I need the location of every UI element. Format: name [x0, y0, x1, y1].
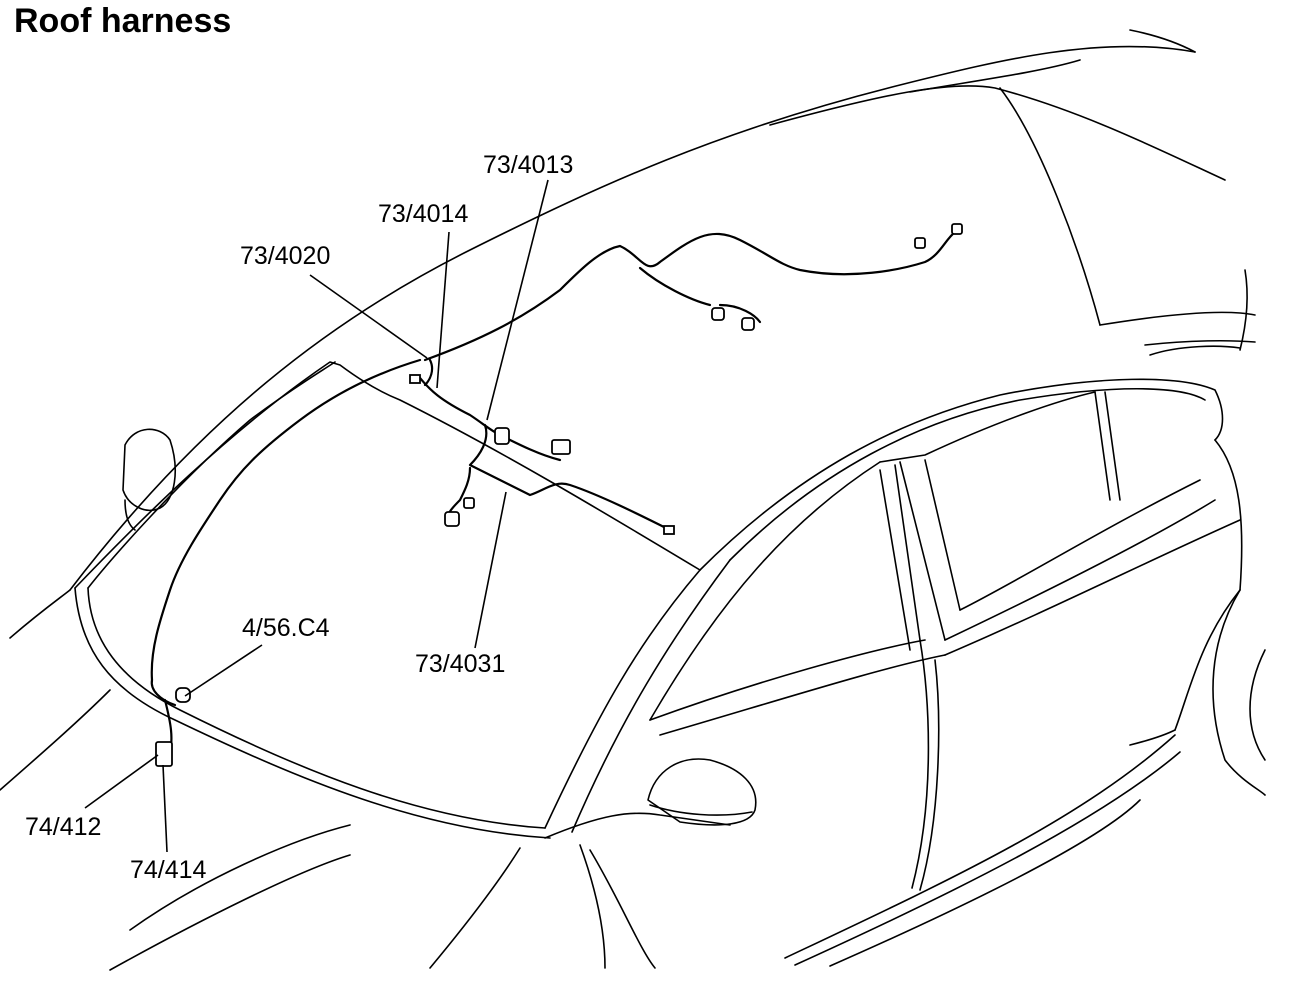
callouts: 73/4013 73/4014 73/4020 4/56.C4 73/4031 … [25, 151, 573, 884]
callout-73-4031: 73/4031 [415, 650, 505, 678]
leader-4-56-c4 [184, 644, 263, 697]
page-title: Roof harness [14, 2, 232, 40]
leader-73-4031 [474, 491, 507, 649]
car-outline [0, 29, 1266, 971]
leader-73-4014 [436, 231, 450, 389]
leader-74-412 [84, 754, 159, 809]
callout-73-4020: 73/4020 [240, 242, 330, 270]
callout-73-4014: 73/4014 [378, 200, 468, 228]
leader-74-414 [162, 764, 168, 853]
callout-74-414: 74/414 [130, 856, 207, 884]
leader-73-4020 [309, 274, 428, 359]
roof-harness-wiring [150, 223, 963, 767]
callout-4-56-c4: 4/56.C4 [242, 614, 330, 642]
callout-74-412: 74/412 [25, 813, 101, 841]
leader-73-4013 [486, 179, 549, 421]
callout-73-4013: 73/4013 [483, 151, 573, 179]
